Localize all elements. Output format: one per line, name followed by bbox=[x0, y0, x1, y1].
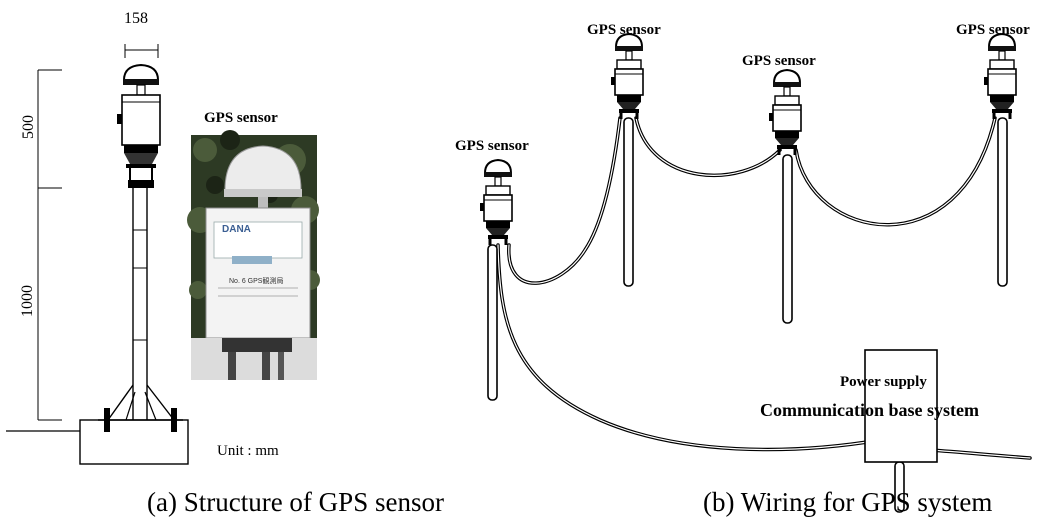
sensor-label-1: GPS sensor bbox=[455, 138, 529, 154]
sensor-4 bbox=[982, 32, 1018, 121]
wiring-diagram bbox=[478, 32, 1032, 513]
base-system-label: Communication base system bbox=[760, 400, 979, 420]
sensor-2 bbox=[609, 32, 645, 121]
photo-gps-label: GPS sensor bbox=[204, 110, 278, 126]
sensor-label-2: GPS sensor bbox=[587, 22, 661, 38]
caption-a: (a) Structure of GPS sensor bbox=[147, 487, 444, 517]
caption-b: (b) Wiring for GPS system bbox=[703, 487, 993, 517]
power-supply-label: Power supply bbox=[840, 374, 927, 390]
sensor-photo bbox=[187, 130, 320, 380]
dim-lower-label: 1000 bbox=[19, 285, 36, 317]
sensor-3 bbox=[767, 68, 803, 157]
dim-upper-label: 500 bbox=[20, 115, 37, 139]
sensor-label-4: GPS sensor bbox=[956, 22, 1030, 38]
photo-plate: No. 6 GPS観測局 bbox=[229, 278, 284, 285]
dim-top-label: 158 bbox=[124, 10, 148, 27]
unit-label: Unit : mm bbox=[217, 443, 279, 459]
structure-drawing bbox=[6, 44, 189, 465]
base-box bbox=[864, 349, 938, 463]
photo-brand: DANA bbox=[222, 224, 251, 235]
sensor-label-3: GPS sensor bbox=[742, 53, 816, 69]
sensor-1 bbox=[478, 158, 514, 247]
